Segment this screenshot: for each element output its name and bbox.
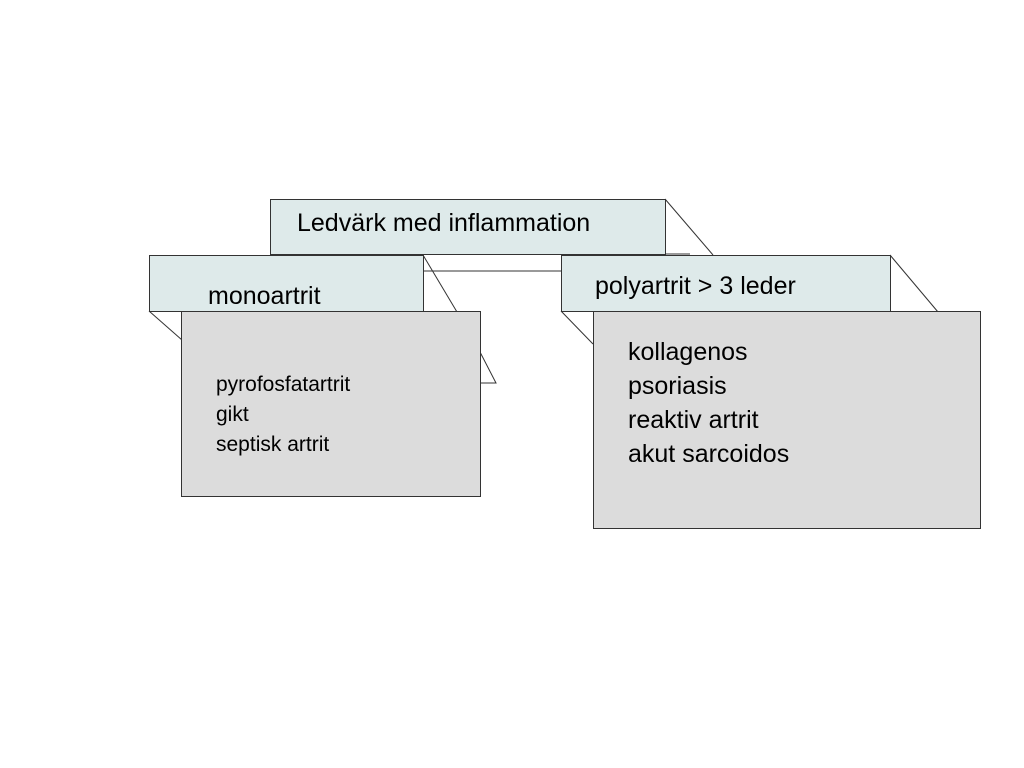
monoartrit-label: monoartrit: [208, 282, 321, 310]
polyartrit-list: kollagenos psoriasis reaktiv artrit akut…: [628, 335, 789, 471]
polyartrit-detail-box: kollagenos psoriasis reaktiv artrit akut…: [593, 311, 981, 529]
polyartrit-label: polyartrit > 3 leder: [595, 272, 796, 300]
monoartrit-box: monoartrit: [149, 255, 424, 312]
left-side-edge-top: [422, 254, 458, 313]
polyartrit-box: polyartrit > 3 leder: [561, 255, 891, 312]
list-item: psoriasis: [628, 372, 727, 400]
list-item: reaktiv artrit: [628, 406, 759, 434]
right-side-edge-top: [889, 254, 939, 313]
list-item: akut sarcoidos: [628, 440, 790, 468]
root-side-edge-top: [664, 198, 714, 256]
left-front-edge: [148, 310, 183, 341]
monoartrit-list: pyrofosfatartrit gikt septisk artrit: [216, 370, 350, 460]
root-box: Ledvärk med inflammation: [270, 199, 666, 255]
root-label: Ledvärk med inflammation: [297, 209, 591, 237]
list-item: gikt: [216, 403, 249, 426]
right-front-edge: [560, 310, 594, 345]
list-item: pyrofosfatartrit: [216, 373, 351, 396]
left-side-edge-lower: [479, 351, 497, 384]
list-item: kollagenos: [628, 338, 748, 366]
list-item: septisk artrit: [216, 433, 330, 456]
monoartrit-detail-box: pyrofosfatartrit gikt septisk artrit: [181, 311, 481, 497]
